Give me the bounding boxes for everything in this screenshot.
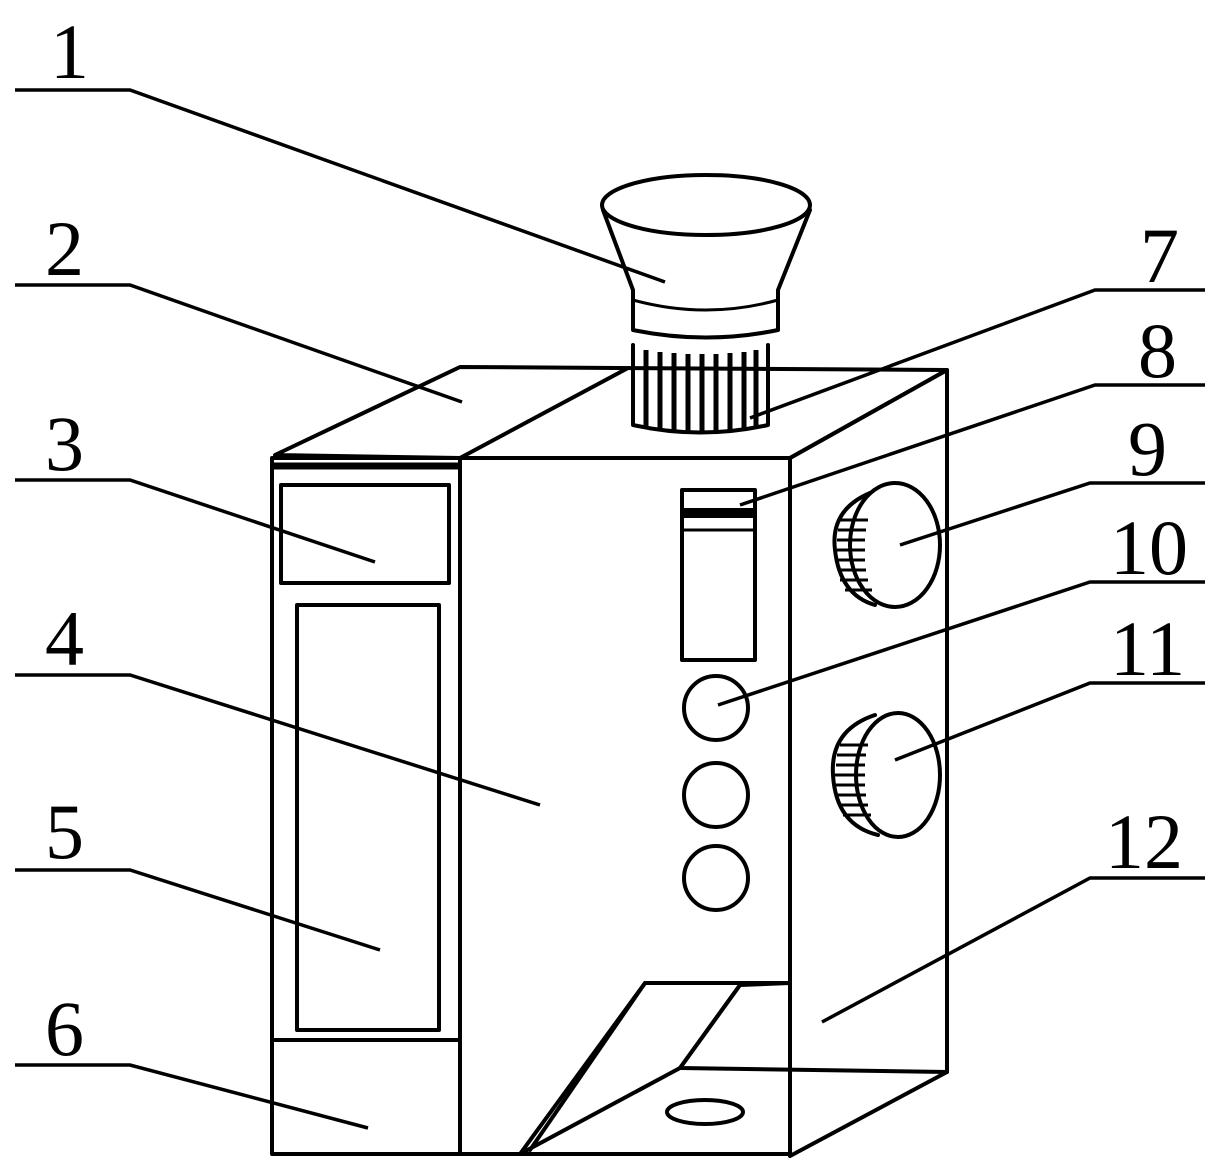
leader-5 — [15, 868, 381, 952]
side-panel — [788, 368, 949, 1158]
front-panel — [458, 456, 792, 1156]
display-window — [279, 483, 451, 585]
leader-11 — [894, 681, 1205, 762]
funnel-rim — [600, 173, 812, 237]
label-10: 10 — [1110, 504, 1188, 591]
label-7: 7 — [1140, 212, 1179, 299]
label-9: 9 — [1128, 405, 1167, 492]
label-6: 6 — [45, 985, 84, 1072]
knob-upper-grip — [832, 491, 877, 607]
collar — [631, 343, 770, 435]
device-body — [270, 365, 949, 1158]
knob-lower-grip — [830, 713, 880, 837]
part-labels: 1 2 3 4 5 6 7 8 9 10 11 12 — [45, 8, 1188, 1072]
knob-upper-face — [848, 481, 942, 609]
label-3: 3 — [45, 400, 84, 487]
funnel-body — [601, 208, 812, 340]
button-middle[interactable] — [682, 761, 750, 829]
gauge-window — [680, 488, 757, 662]
outlet-slot — [665, 1098, 745, 1126]
leader-1 — [15, 88, 666, 284]
left-panel — [270, 456, 462, 1156]
label-1: 1 — [50, 8, 89, 95]
button-bottom[interactable] — [682, 844, 750, 912]
leader-9 — [899, 481, 1205, 547]
storage-door — [295, 603, 441, 1032]
funnel-ring — [632, 298, 779, 312]
outlet-chute-edge — [678, 983, 742, 1070]
leader-4 — [15, 673, 541, 807]
funnel — [600, 173, 812, 340]
label-8: 8 — [1138, 307, 1177, 394]
knob-lower-face — [854, 711, 942, 839]
collar-outline — [631, 343, 770, 435]
collar-ribs — [643, 350, 759, 432]
leader-8 — [739, 383, 1205, 507]
leader-lines — [15, 88, 1205, 1130]
leader-12 — [821, 876, 1205, 1024]
outlet-chute-edge2 — [528, 981, 647, 1152]
leader-3 — [15, 478, 376, 564]
label-4: 4 — [45, 595, 84, 682]
knob-lower[interactable] — [830, 711, 942, 839]
label-11: 11 — [1110, 605, 1185, 692]
knob-lower-ribs — [835, 743, 871, 817]
bottom-ledge — [678, 1066, 949, 1074]
label-12: 12 — [1105, 798, 1183, 885]
top-face-divider — [458, 366, 630, 460]
leader-7 — [749, 288, 1205, 420]
leader-10 — [717, 580, 1205, 707]
label-2: 2 — [45, 205, 84, 292]
knob-upper-ribs — [837, 518, 872, 592]
button-top[interactable] — [682, 674, 750, 742]
leader-6 — [15, 1063, 369, 1130]
knob-upper[interactable] — [832, 481, 942, 609]
label-5: 5 — [45, 788, 84, 875]
leader-2 — [15, 283, 463, 404]
gauge-band — [684, 508, 754, 518]
